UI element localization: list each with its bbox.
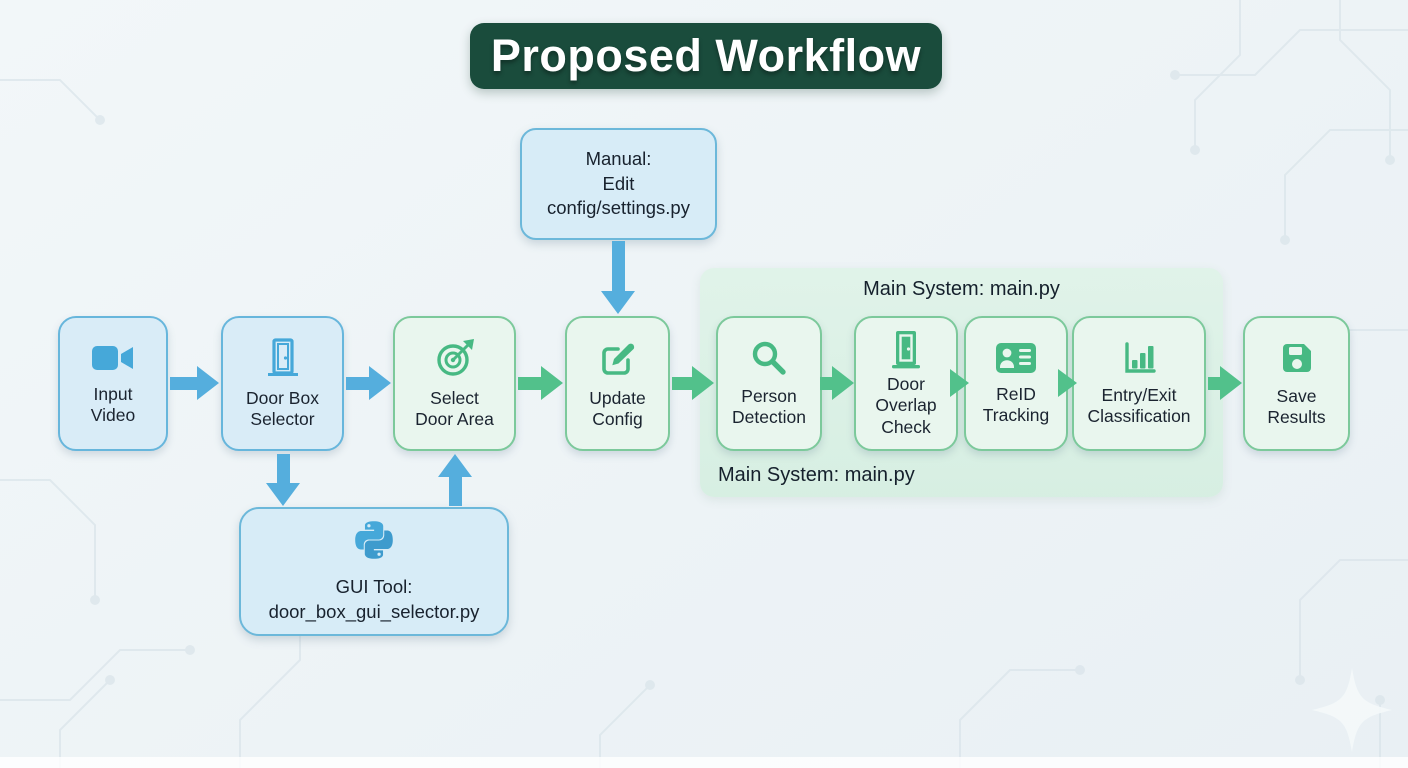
node-label: Save Results	[1267, 385, 1326, 427]
node-label: Select Door Area	[415, 387, 494, 429]
node-entry-exit-classification: Entry/Exit Classification	[1072, 316, 1206, 451]
node-door-box-selector: Door Box Selector	[221, 316, 344, 451]
sparkle-shape	[1312, 668, 1392, 752]
search-icon	[750, 339, 788, 377]
door-filled-icon	[888, 329, 924, 369]
node-door-overlap-check: Door Overlap Check	[854, 316, 958, 451]
video-camera-icon	[90, 341, 136, 375]
bar-chart-icon	[1120, 340, 1158, 376]
node-select-door-area: Select Door Area	[393, 316, 516, 451]
node-label: Person Detection	[732, 385, 806, 427]
arrow-doorbox-to-select	[346, 366, 391, 400]
main-system-label-bottom: Main System: main.py	[718, 464, 915, 486]
arrow-entryexit-to-save	[1208, 366, 1242, 400]
node-label: Entry/Exit Classification	[1087, 384, 1191, 426]
node-person-detection: Person Detection	[716, 316, 822, 451]
arrow-select-to-update	[518, 366, 563, 400]
helper-label: Manual: Edit config/settings.py	[547, 147, 690, 219]
arrow-guitool-to-select	[438, 454, 472, 506]
helper-label: GUI Tool: door_box_gui_selector.py	[268, 576, 480, 622]
page-title: Proposed Workflow	[490, 30, 922, 81]
title-banner: Proposed Workflow	[470, 23, 942, 89]
node-reid-tracking: ReID Tracking	[964, 316, 1068, 451]
arrow-person-to-overlap	[820, 366, 854, 400]
node-label: ReID Tracking	[982, 383, 1050, 425]
helper-manual-config: Manual: Edit config/settings.py	[520, 128, 717, 240]
target-icon	[434, 337, 476, 379]
edit-icon	[597, 337, 639, 379]
arrow-manual-to-update	[601, 241, 635, 314]
node-label: Input Video	[90, 383, 136, 425]
node-label: Door Overlap Check	[875, 373, 937, 437]
door-icon	[264, 337, 302, 379]
arrow-reid-to-entryexit	[1058, 369, 1077, 397]
save-icon	[1278, 339, 1316, 377]
node-input-video: Input Video	[58, 316, 168, 451]
main-system-label-top: Main System: main.py	[863, 278, 1060, 300]
id-card-icon	[994, 341, 1038, 375]
arrow-overlap-to-reid	[950, 369, 969, 397]
node-label: Update Config	[589, 387, 646, 429]
node-update-config: Update Config	[565, 316, 670, 451]
arrow-doorbox-to-guitool	[266, 454, 300, 506]
arrow-update-to-person	[672, 366, 714, 400]
arrow-input-to-doorbox	[170, 366, 219, 400]
python-icon	[352, 518, 396, 567]
node-label: Door Box Selector	[246, 387, 319, 429]
helper-gui-tool: GUI Tool: door_box_gui_selector.py	[239, 507, 509, 636]
node-save-results: Save Results	[1243, 316, 1350, 451]
bottom-light-band	[0, 757, 1408, 768]
